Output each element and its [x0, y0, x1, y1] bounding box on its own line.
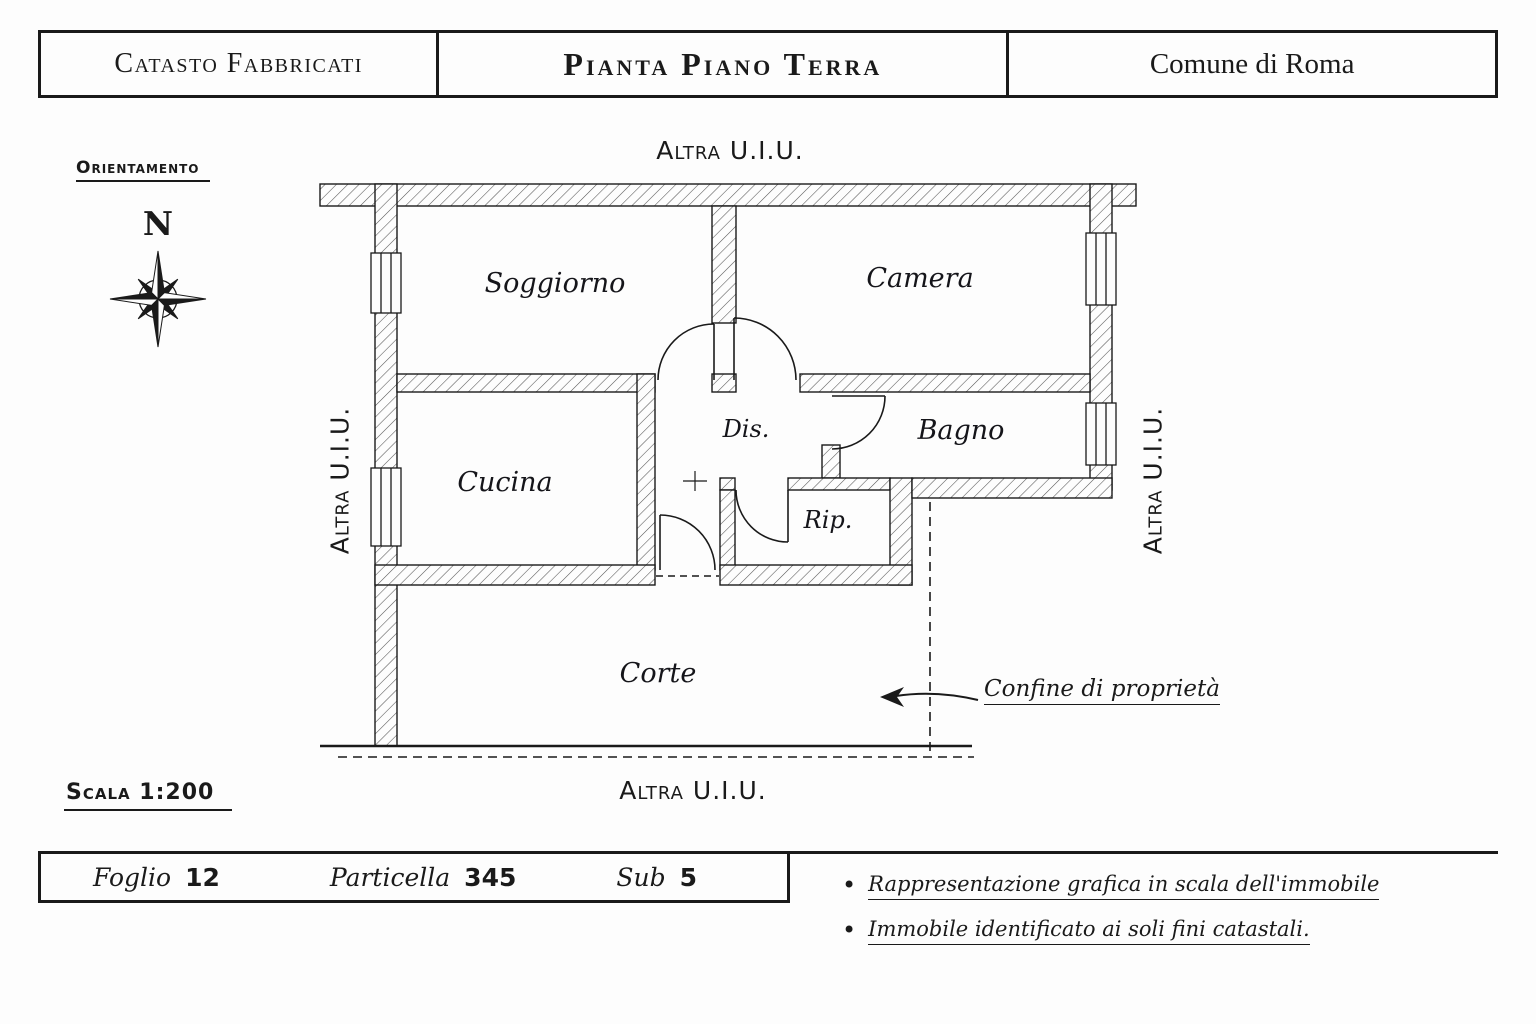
sub-value: 5	[679, 862, 697, 892]
compass-rose-icon	[109, 250, 207, 348]
wall-soggiorno-camera	[711, 205, 737, 324]
note-text-1: Rappresentazione grafica in scala dell'i…	[868, 872, 1380, 900]
title-bar: Catasto Fabbricati Pianta Piano Terra Co…	[38, 30, 1498, 98]
room-label-bagno: Bagno	[917, 415, 1005, 446]
room-label-corte: Corte	[619, 658, 697, 689]
wall-rip-top-left	[719, 477, 736, 491]
door-arc-corte	[659, 514, 716, 571]
foglio-label: Foglio	[93, 862, 172, 892]
boundary-annotation: Confine di proprietà	[984, 676, 1220, 705]
window-right-camera	[1085, 232, 1117, 306]
room-label-camera: Camera	[866, 263, 974, 294]
property-boundary	[320, 502, 974, 758]
wall-bagno-bottom	[911, 477, 1113, 499]
windows	[370, 232, 1117, 547]
note-item: • Immobile identificato ai soli fini cat…	[842, 917, 1379, 945]
title-cell-right: Comune di Roma	[1009, 33, 1495, 95]
boundary-label: Confine di proprietà	[984, 676, 1220, 705]
notes-list: • Rappresentazione grafica in scala dell…	[842, 871, 1380, 962]
wall-bottom-left	[374, 564, 656, 586]
wall-top	[319, 183, 1137, 207]
plan-title: Pianta Piano Terra	[563, 45, 883, 82]
foglio-value: 12	[185, 862, 220, 892]
room-label-rip: Rip.	[803, 506, 853, 534]
wall-rip-top-right	[787, 477, 891, 491]
door-arc-bagno	[831, 395, 886, 450]
municipality-title: Comune di Roma	[1149, 47, 1355, 80]
bullet-icon: •	[842, 916, 857, 944]
scale-label: Scala 1:200	[64, 780, 233, 811]
wall-mid-right	[799, 373, 1091, 393]
wall-bottom-right	[719, 564, 913, 586]
note-item: • Rappresentazione grafica in scala dell…	[842, 871, 1380, 900]
doors	[657, 317, 886, 571]
wall-cucina-right	[636, 373, 656, 571]
register-title: Catasto Fabbricati	[114, 48, 363, 79]
sub-label: Sub	[616, 862, 666, 892]
window-left-cucina	[370, 467, 402, 547]
wall-mid-left	[396, 373, 656, 393]
door-arc-soggiorno	[657, 323, 715, 381]
room-label-cucina: Cucina	[457, 467, 553, 498]
particella-value: 345	[464, 862, 517, 892]
window-left-soggiorno	[370, 252, 402, 314]
boundary-arrow	[880, 687, 979, 707]
cadastral-id-box: Foglio 12 Particella 345 Sub 5	[38, 851, 790, 903]
orientation-block: Orientamento	[76, 158, 210, 182]
door-arc-rip	[735, 489, 789, 543]
bullet-icon: •	[842, 871, 857, 899]
room-label-soggiorno: Soggiorno	[484, 268, 626, 299]
wall-bagno-left	[821, 444, 841, 479]
door-arc-camera	[733, 317, 797, 381]
title-cell-left: Catasto Fabbricati	[41, 33, 440, 95]
scale-block: Scala 1:200	[64, 780, 233, 811]
neighbor-label-bottom: Altra U.I.U.	[619, 776, 767, 805]
orientation-label: Orientamento	[76, 158, 210, 182]
walls	[319, 183, 1137, 747]
neighbor-label-left: Altra U.I.U.	[325, 406, 355, 555]
title-cell-center: Pianta Piano Terra	[439, 33, 1010, 95]
wall-rip-left	[719, 489, 736, 571]
compass-north-letter: N	[142, 204, 174, 243]
particella-label: Particella	[329, 862, 451, 892]
wall-mid-center	[711, 373, 737, 393]
neighbor-label-top: Altra U.I.U.	[656, 136, 804, 165]
window-right-bagno	[1085, 402, 1117, 466]
door-stop-marks	[683, 471, 707, 491]
note-text-2: Immobile identificato ai soli fini catas…	[868, 917, 1310, 945]
room-label-dis: Dis.	[722, 415, 770, 443]
neighbor-label-right: Altra U.I.U.	[1138, 406, 1168, 555]
